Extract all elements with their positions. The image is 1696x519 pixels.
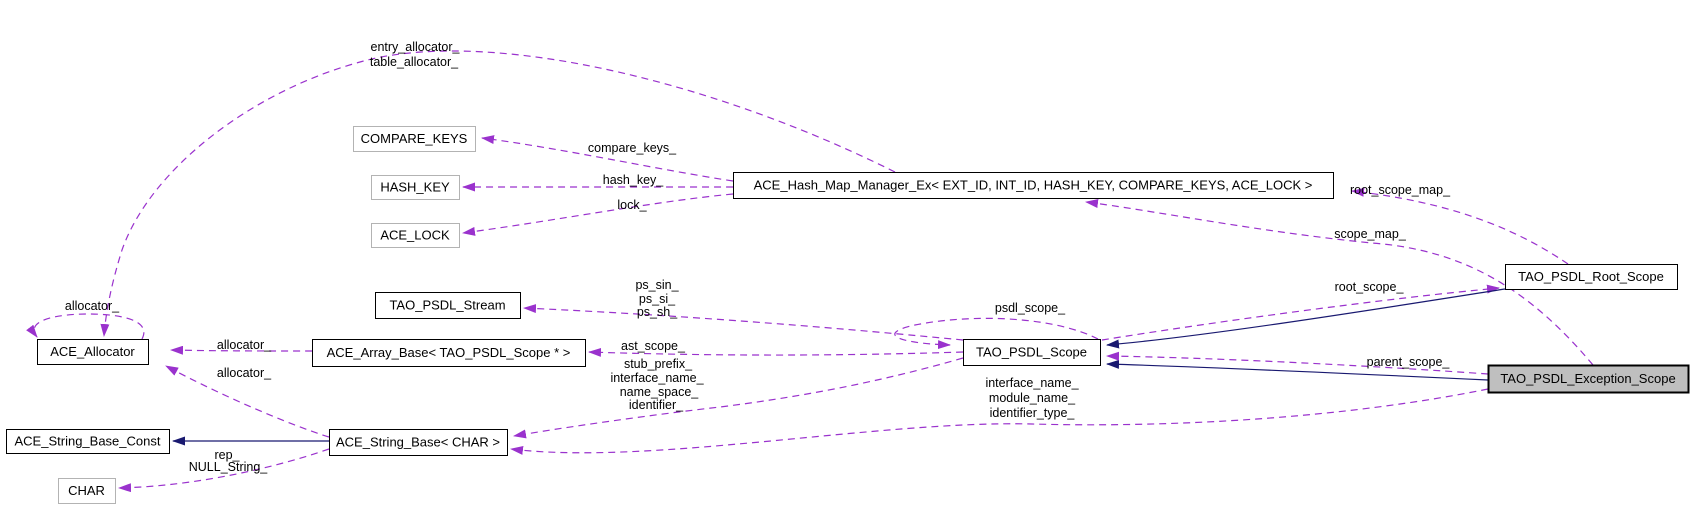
class-box-tao-psdl-exception-scope: TAO_PSDL_Exception_Scope bbox=[1487, 364, 1690, 394]
edge-ps-sin-si-sh_ bbox=[523, 304, 964, 341]
class-box-tao-psdl-root-scope[interactable]: TAO_PSDL_Root_Scope bbox=[1505, 264, 1678, 290]
edges-layer: compare_keys_ hash_key_ lock_ entry_allocat… bbox=[26, 40, 1594, 493]
class-box-rect-ace-string-base-char[interactable] bbox=[329, 429, 508, 456]
edge-label-interface-module-identifier_-2: identifier_type_ bbox=[990, 406, 1076, 420]
class-box-rect-tao-psdl-scope[interactable] bbox=[963, 339, 1101, 366]
edge-label-entry-table-allocator_-1: table_allocator_ bbox=[370, 55, 459, 69]
class-box-hash-key: HASH_KEY bbox=[371, 175, 460, 200]
class-box-label-ace-hash-map-manager-ex: ACE_Hash_Map_Manager_Ex< EXT_ID, INT_ID,… bbox=[754, 178, 1313, 193]
edge-label-compare-keys_-0: compare_keys_ bbox=[588, 141, 677, 155]
class-box-rect-ace-string-base-const[interactable] bbox=[6, 429, 170, 454]
edge-entry-table-allocator_ bbox=[100, 50, 896, 337]
edge-label-rep-null-string_-0: rep_ bbox=[214, 448, 240, 462]
class-box-label-tao-psdl-stream: TAO_PSDL_Stream bbox=[389, 298, 505, 313]
edge-allocator-from-string_ bbox=[165, 365, 330, 438]
class-box-ace-allocator[interactable]: ACE_Allocator bbox=[37, 339, 149, 365]
class-box-label-ace-allocator: ACE_Allocator bbox=[50, 344, 135, 359]
edge-label-allocator-from-string_-0: allocator_ bbox=[217, 366, 272, 380]
class-box-char: CHAR bbox=[58, 478, 116, 504]
class-box-rect-hash-key bbox=[371, 175, 460, 200]
class-box-ace-lock: ACE_LOCK bbox=[371, 223, 460, 248]
class-box-ace-hash-map-manager-ex[interactable]: ACE_Hash_Map_Manager_Ex< EXT_ID, INT_ID,… bbox=[733, 172, 1334, 199]
edge-label-root-scope_-0: root_scope_ bbox=[1335, 280, 1405, 294]
edge-label-root-scope-map_-0: root_scope_map_ bbox=[1350, 183, 1451, 197]
edge-stub-prefix-etc_ bbox=[513, 357, 964, 439]
edge-rep-null-string_ bbox=[118, 448, 330, 493]
class-box-ace-string-base-const[interactable]: ACE_String_Base_Const bbox=[6, 429, 170, 454]
edge-label-allocator-from-array_-0: allocator_ bbox=[217, 338, 272, 352]
class-box-rect-ace-lock bbox=[371, 223, 460, 248]
edge-label-parent-scope_-0: parent_scope_ bbox=[1367, 355, 1451, 369]
edge-lock_ bbox=[462, 193, 734, 236]
edge-allocator-self_ bbox=[26, 313, 145, 340]
class-box-rect-char bbox=[58, 478, 116, 504]
class-box-label-hash-key: HASH_KEY bbox=[380, 180, 450, 195]
class-box-tao-psdl-stream[interactable]: TAO_PSDL_Stream bbox=[375, 292, 521, 319]
class-box-label-compare-keys: COMPARE_KEYS bbox=[361, 131, 468, 146]
edge-root-scope_ bbox=[1101, 284, 1500, 341]
edge-ast-scope_ bbox=[588, 347, 964, 357]
class-box-label-tao-psdl-scope: TAO_PSDL_Scope bbox=[976, 345, 1087, 360]
class-box-label-char: CHAR bbox=[68, 483, 105, 498]
class-box-label-ace-array-base: ACE_Array_Base< TAO_PSDL_Scope * > bbox=[327, 345, 571, 360]
class-box-rect-compare-keys bbox=[353, 126, 476, 152]
edge-label-ps-sin-si-sh_-1: ps_si_ bbox=[639, 292, 676, 306]
class-box-label-tao-psdl-root-scope: TAO_PSDL_Root_Scope bbox=[1518, 269, 1664, 284]
class-box-label-ace-lock: ACE_LOCK bbox=[380, 228, 450, 243]
class-box-rect-tao-psdl-root-scope[interactable] bbox=[1505, 264, 1678, 290]
edge-label-stub-prefix-etc_-2: name_space_ bbox=[620, 385, 700, 399]
edge-inherit-exception-scope bbox=[1106, 359, 1489, 381]
edge-label-interface-module-identifier_-1: module_name_ bbox=[989, 391, 1076, 405]
class-box-compare-keys: COMPARE_KEYS bbox=[353, 126, 476, 152]
class-box-rect-tao-psdl-exception-scope bbox=[1487, 364, 1690, 394]
edge-label-hash-key_-0: hash_key_ bbox=[603, 173, 665, 187]
class-box-rect-ace-array-base[interactable] bbox=[312, 339, 586, 367]
class-box-label-tao-psdl-exception-scope: TAO_PSDL_Exception_Scope bbox=[1500, 371, 1675, 386]
edge-label-scope-map_-0: scope_map_ bbox=[1334, 227, 1407, 241]
class-box-rect-ace-hash-map-manager-ex[interactable] bbox=[733, 172, 1334, 199]
edge-compare-keys_ bbox=[481, 135, 734, 182]
edge-label-psdl-scope_-0: psdl_scope_ bbox=[995, 301, 1066, 315]
edge-label-lock_-0: lock_ bbox=[617, 198, 647, 212]
class-box-label-ace-string-base-char: ACE_String_Base< CHAR > bbox=[336, 435, 500, 450]
edge-interface-module-identifier_ bbox=[510, 388, 1489, 455]
edge-allocator-from-array_ bbox=[170, 345, 313, 355]
edge-psdl-scope_ bbox=[894, 317, 1099, 350]
class-box-label-ace-string-base-const: ACE_String_Base_Const bbox=[15, 434, 161, 449]
edge-root-scope-map_ bbox=[1351, 187, 1569, 265]
class-box-tao-psdl-scope[interactable]: TAO_PSDL_Scope bbox=[963, 339, 1101, 366]
edge-inherit-root-scope bbox=[1106, 288, 1506, 349]
edge-scope-map_ bbox=[1085, 199, 1594, 366]
edge-label-entry-table-allocator_-0: entry_allocator_ bbox=[371, 40, 461, 54]
edge-label-ps-sin-si-sh_-2: ps_sh_ bbox=[637, 305, 678, 319]
edge-label-rep-null-string_-1: NULL_String_ bbox=[189, 460, 269, 474]
edge-label-stub-prefix-etc_-3: identifier_ bbox=[629, 398, 684, 412]
nodes-layer: COMPARE_KEYS HASH_KEY ACE_LOCK ACE_Hash_Map… bbox=[6, 126, 1690, 504]
edge-label-stub-prefix-etc_-1: interface_name_ bbox=[610, 371, 704, 385]
edge-label-ps-sin-si-sh_-0: ps_sin_ bbox=[635, 278, 679, 292]
class-box-ace-array-base[interactable]: ACE_Array_Base< TAO_PSDL_Scope * > bbox=[312, 339, 586, 367]
edge-label-allocator-self_-0: allocator_ bbox=[65, 299, 120, 313]
edge-parent-scope_ bbox=[1106, 351, 1489, 375]
class-box-rect-tao-psdl-stream[interactable] bbox=[375, 292, 521, 319]
class-box-rect-ace-allocator[interactable] bbox=[37, 339, 149, 365]
class-box-ace-string-base-char[interactable]: ACE_String_Base< CHAR > bbox=[329, 429, 508, 456]
edge-label-stub-prefix-etc_-0: stub_prefix_ bbox=[624, 357, 693, 371]
edge-label-interface-module-identifier_-0: interface_name_ bbox=[985, 376, 1079, 390]
edge-label-ast-scope_-0: ast_scope_ bbox=[621, 339, 686, 353]
